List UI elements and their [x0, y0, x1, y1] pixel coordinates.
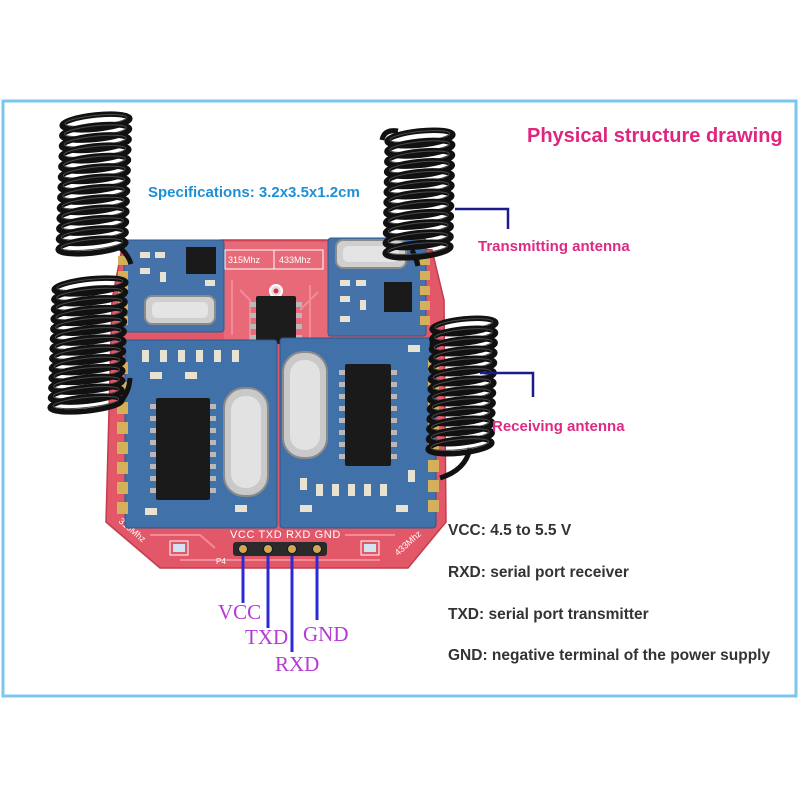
- led-left: [169, 540, 189, 556]
- module-top-right-pads: [420, 256, 430, 325]
- transmitting-antenna-leader: [455, 207, 510, 229]
- silkscreen-connector-ref: P4: [216, 557, 226, 566]
- receiving-antenna-label: Receiving antenna: [492, 418, 625, 435]
- module-bottom-right-smd: [300, 345, 420, 512]
- silkscreen-315mhz-top: 315Mhz: [228, 255, 261, 265]
- pin-rxd: [287, 544, 297, 554]
- module-top-right-smd: [340, 280, 366, 322]
- module-top-left: [118, 239, 225, 333]
- vcc-description: VCC: 4.5 to 5.5 V: [448, 522, 572, 539]
- antenna-coil-top-left: [55, 111, 134, 265]
- transmitting-antenna-label: Transmitting antenna: [478, 238, 630, 255]
- antenna-coil-highlight: [430, 438, 490, 451]
- center-chip: [250, 296, 302, 344]
- antenna-coil-highlight: [60, 238, 124, 251]
- diagram-title: Physical structure drawing: [527, 125, 783, 147]
- module-bottom-left: [117, 339, 278, 529]
- rxd-pin-label: RXD: [275, 652, 320, 676]
- receiving-antenna-leader: [480, 371, 535, 397]
- pcb-traces: [150, 280, 395, 561]
- rxd-description: RXD: serial port receiver: [448, 564, 629, 581]
- module-bottom-left-smd: [142, 350, 247, 515]
- mounting-hole-center: [273, 288, 279, 294]
- pin-txd: [263, 544, 273, 554]
- module-bottom-right-chip: [339, 364, 397, 466]
- pin-gnd: [312, 544, 322, 554]
- antenna-coil-left-middle: [47, 275, 133, 415]
- pin-header: [233, 542, 327, 556]
- module-top-right-chip: [384, 282, 412, 312]
- antenna-coil-highlight: [387, 242, 449, 255]
- antenna-coil-highlight: [52, 395, 120, 410]
- pin-vcc: [238, 544, 248, 554]
- transmitting-antenna-coil: [379, 127, 456, 267]
- txd-pin-label: TXD: [245, 625, 289, 649]
- module-top-left-smd: [140, 252, 215, 286]
- silkscreen-433mhz-top: 433Mhz: [279, 255, 312, 265]
- txd-description: TXD: serial port transmitter: [448, 606, 649, 623]
- image-frame: [1, 99, 798, 698]
- specifications-label: Specifications: 3.2x3.5x1.2cm: [148, 184, 360, 201]
- led-right: [360, 540, 380, 556]
- gnd-pin-label: GND: [303, 622, 349, 646]
- module-top-left-chip: [186, 247, 216, 274]
- receiving-antenna-coil: [425, 315, 499, 481]
- module-bottom-right: [279, 337, 439, 529]
- silkscreen-pin-row: VCC TXD RXD GND: [230, 529, 341, 541]
- module-bottom-left-chip: [150, 398, 216, 500]
- gnd-description: GND: negative terminal of the power supp…: [448, 647, 771, 664]
- vcc-pin-label: VCC: [218, 600, 262, 624]
